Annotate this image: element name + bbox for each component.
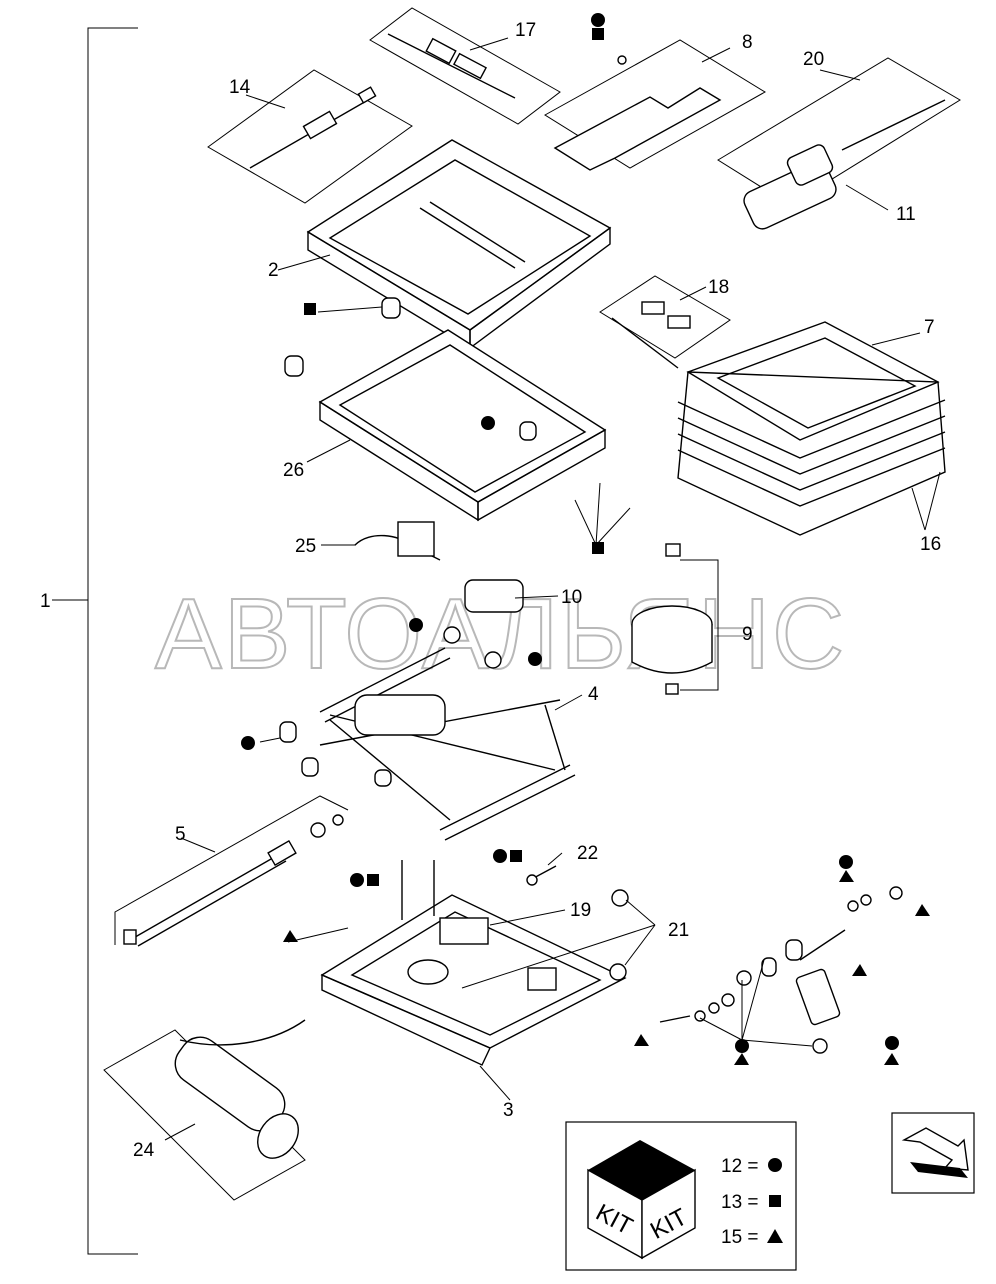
legend-square-icon — [769, 1195, 781, 1207]
callout-4: 4 — [588, 684, 599, 705]
next-page-arrow[interactable] — [891, 1112, 975, 1194]
part-9 — [631, 543, 719, 695]
part-25 — [354, 521, 441, 561]
shock-absorber — [659, 886, 903, 1054]
callout-11: 11 — [896, 204, 916, 225]
callout-17: 17 — [515, 20, 536, 41]
part-14 — [207, 69, 413, 204]
callout-14: 14 — [229, 77, 251, 98]
callout-10: 10 — [561, 587, 582, 608]
part-5 — [114, 795, 349, 947]
callout-8: 8 — [742, 32, 753, 53]
legend-circle-icon — [768, 1158, 782, 1172]
part-7 — [677, 321, 946, 536]
callout-3: 3 — [503, 1100, 514, 1121]
legend-triangle-icon — [767, 1229, 783, 1243]
part-26 — [284, 297, 607, 522]
part-4 — [279, 647, 576, 841]
callout-26: 26 — [283, 460, 304, 481]
kit-legend-15: 15 = — [721, 1227, 759, 1248]
part-2 — [306, 139, 612, 350]
leader-lines — [164, 37, 941, 1141]
callout-25: 25 — [295, 536, 316, 557]
callout-21: 21 — [668, 920, 689, 941]
part-17 — [369, 7, 561, 125]
kit-legend: KIT KIT 12 = 13 = 15 = — [565, 1121, 797, 1271]
part-3 — [320, 860, 629, 1066]
assembly-bracket — [52, 27, 138, 1255]
kit-symbols — [241, 13, 930, 1065]
part-22 — [526, 865, 557, 886]
callout-9: 9 — [742, 624, 753, 645]
arrow-icon — [901, 1127, 969, 1171]
callout-18: 18 — [708, 277, 729, 298]
part-24 — [103, 1019, 306, 1201]
callout-7: 7 — [924, 317, 935, 338]
callout-1: 1 — [40, 591, 51, 612]
kit-legend-12: 12 = — [721, 1156, 759, 1177]
part-10 — [443, 579, 524, 669]
callout-22: 22 — [577, 843, 598, 864]
part-8 — [544, 39, 766, 171]
callout-19: 19 — [570, 900, 591, 921]
callout-5: 5 — [175, 824, 186, 845]
kit-legend-13: 13 = — [721, 1192, 759, 1213]
callout-20: 20 — [803, 49, 824, 70]
callout-16: 16 — [920, 534, 941, 555]
callout-2: 2 — [268, 260, 279, 281]
callout-24: 24 — [133, 1140, 155, 1161]
part-18 — [599, 275, 731, 369]
part-20-11 — [717, 57, 961, 230]
